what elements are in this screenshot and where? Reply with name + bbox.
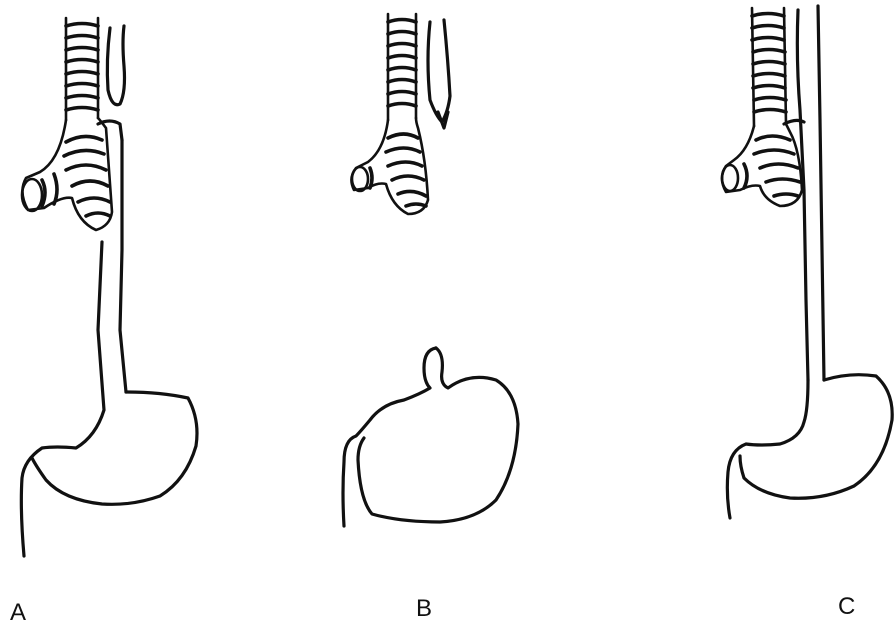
panel-c-label: C	[838, 593, 855, 620]
panel-a-bronchi	[22, 118, 112, 230]
panel-b-label: B	[416, 595, 432, 622]
panel-b-trachea	[388, 14, 416, 120]
panel-c: C	[722, 6, 892, 620]
panel-a-label: A	[10, 599, 26, 626]
panel-c-stomach	[727, 375, 892, 518]
panel-b-bronchi	[351, 118, 428, 214]
panel-a: A	[10, 18, 197, 626]
panel-c-trachea	[752, 8, 786, 126]
panel-a-trachea	[66, 18, 98, 120]
panel-c-bronchi	[722, 124, 802, 206]
panel-a-fistula	[98, 121, 122, 140]
panel-b: B	[343, 14, 518, 622]
panel-b-upper-esophageal-pouch	[428, 20, 450, 128]
panel-b-stomach	[343, 348, 518, 526]
panel-a-upper-esophageal-pouch	[107, 26, 124, 105]
